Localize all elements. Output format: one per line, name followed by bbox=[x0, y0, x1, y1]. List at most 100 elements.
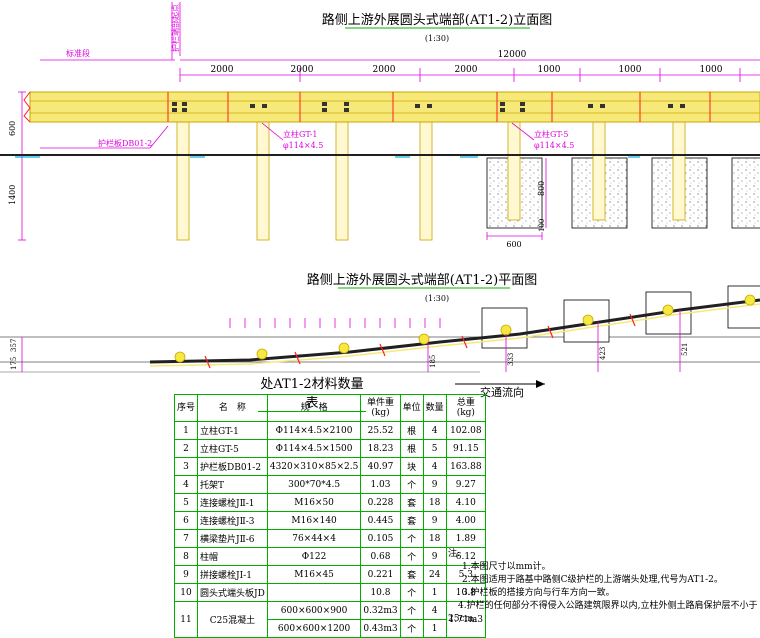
table-cell: 1.89 bbox=[445, 529, 486, 548]
elevation-title: 路侧上游外展圆头式端部(AT1-2)立面图 bbox=[322, 12, 552, 28]
post-1 bbox=[176, 109, 190, 241]
start-point-label: 护栏端部起点 bbox=[170, 4, 180, 52]
table-cell: 3 bbox=[173, 457, 199, 476]
table-cell: 套 bbox=[399, 565, 424, 584]
table-cell: 个 bbox=[399, 475, 424, 494]
table-cell: 5 bbox=[422, 439, 447, 458]
table-cell: C25混凝土 bbox=[197, 601, 268, 638]
posts bbox=[176, 109, 686, 241]
table-cell: 102.08 bbox=[445, 421, 486, 440]
elevation-view: 路侧上游外展圆头式端部(AT1-2)立面图 (1:30) 护栏端部起点 标准段 … bbox=[0, 2, 760, 249]
col-header: 名 称 bbox=[197, 394, 268, 422]
table-cell: 76×44×4 bbox=[266, 529, 362, 548]
note-item: 3.护栏板的搭接方向与行车方向一致。 bbox=[462, 588, 615, 598]
table-cell: 0.228 bbox=[360, 493, 401, 512]
table-cell: 4.00 bbox=[445, 511, 486, 530]
post-cap-icon bbox=[256, 348, 268, 360]
table-cell: 个 bbox=[399, 529, 424, 548]
segment-dim-1: 2000 bbox=[211, 65, 234, 75]
table-cell: M16×140 bbox=[266, 511, 362, 530]
table-cell: 个 bbox=[399, 583, 424, 602]
table-cell: 4 bbox=[422, 421, 447, 440]
table-cell: 护栏板DB01-2 bbox=[197, 457, 268, 476]
table-cell: 0.221 bbox=[360, 565, 401, 584]
table-cell: 0.32m3 bbox=[360, 601, 401, 620]
footing-4 bbox=[731, 157, 760, 229]
table-cell: 托架T bbox=[197, 475, 268, 494]
table-cell: 块 bbox=[399, 457, 424, 476]
concrete-footings bbox=[486, 157, 760, 229]
col-header: 总重 (kg) bbox=[445, 394, 486, 422]
footing-depth-dim: 800 bbox=[537, 181, 546, 196]
table-cell: 18 bbox=[422, 493, 447, 512]
table-cell: 圆头式端头板JD bbox=[197, 583, 268, 602]
standard-section-label: 标准段 bbox=[66, 48, 90, 58]
col-header: 数量 bbox=[422, 394, 447, 422]
table-cell: 0.445 bbox=[360, 511, 401, 530]
table-cell: 连接螺栓JⅡ-1 bbox=[197, 493, 268, 512]
table-cell: 9 bbox=[422, 547, 447, 566]
plan-left-dim-175: 175 bbox=[10, 357, 18, 370]
traffic-flow-label: 交通流向 bbox=[480, 385, 524, 399]
table-cell: 6.12 bbox=[445, 547, 486, 566]
table-cell bbox=[266, 583, 362, 602]
post-cap-icon bbox=[174, 351, 186, 363]
table-cell: 40.97 bbox=[360, 457, 401, 476]
segment-dim-2: 2000 bbox=[291, 65, 314, 75]
table-cell: 立柱GT-1 bbox=[197, 421, 268, 440]
table-cell: 4320×310×85×2.5 bbox=[266, 457, 362, 476]
table-cell: 600×600×1200 bbox=[266, 619, 362, 638]
post1-label: 立柱GT-1 bbox=[283, 129, 318, 139]
segment-dim-5: 1000 bbox=[538, 65, 561, 75]
post-4 bbox=[419, 109, 433, 241]
table-cell: 1 bbox=[173, 421, 199, 440]
footing-small-dim: 100 bbox=[538, 219, 546, 232]
total-length-dim: 12000 bbox=[498, 50, 527, 60]
note-item: 1.本图尺寸以mm计。 bbox=[462, 562, 551, 572]
plan-view: 路侧上游外展圆头式端部(AT1-2)平面图 (1:30) 357 175 bbox=[0, 272, 760, 399]
table-cell: 4.10 bbox=[445, 493, 486, 512]
post5-size: φ114×4.5 bbox=[534, 141, 574, 150]
table-cell: 18 bbox=[422, 529, 447, 548]
plan-scale: (1:30) bbox=[425, 294, 449, 303]
table-cell: 6 bbox=[173, 511, 199, 530]
post-cap-icon bbox=[744, 294, 756, 306]
notes: 注: 1.本图尺寸以mm计。 2.本图适用于路基中路侧C级护栏的上游端头处理,代… bbox=[448, 548, 757, 626]
plan-left-dim-357: 357 bbox=[10, 339, 18, 352]
note-item: 2.本图适用于路基中路侧C级护栏的上游端头处理,代号为AT1-2。 bbox=[462, 575, 723, 585]
table-cell: 1 bbox=[422, 619, 447, 638]
segment-dim-4: 2000 bbox=[455, 65, 478, 75]
table-cell: 0.68 bbox=[360, 547, 401, 566]
table-cell: 1 bbox=[422, 583, 447, 602]
table-cell: Φ114×4.5×2100 bbox=[266, 421, 362, 440]
segment-dim-3: 2000 bbox=[373, 65, 396, 75]
col-header: 规 格 bbox=[266, 394, 362, 422]
table-cell: 横梁垫片JⅡ-6 bbox=[197, 529, 268, 548]
plan-title: 路侧上游外展圆头式端部(AT1-2)平面图 bbox=[307, 272, 537, 288]
table-cell: 个 bbox=[399, 601, 424, 620]
post-cap-icon bbox=[662, 304, 674, 316]
table-cell: 4 bbox=[422, 457, 447, 476]
post5-label: 立柱GT-5 bbox=[534, 129, 569, 139]
table-cell: 11 bbox=[173, 601, 199, 638]
post-cap-icon bbox=[582, 314, 594, 326]
table-cell: 连接螺栓JⅡ-3 bbox=[197, 511, 268, 530]
note-item: 4.护栏的任何部分不得侵入公路建筑限界以内,立柱外侧土路肩保护层不小于 bbox=[458, 601, 758, 611]
table-cell: 7 bbox=[173, 529, 199, 548]
table-cell: 0.43m3 bbox=[360, 619, 401, 638]
table-cell: 立柱GT-5 bbox=[197, 439, 268, 458]
table-cell: 24 bbox=[422, 565, 447, 584]
col-header: 单位 bbox=[399, 394, 424, 422]
col-header: 单件重 (kg) bbox=[360, 394, 401, 422]
table-cell: 4 bbox=[173, 475, 199, 494]
note-item: 25cm。 bbox=[448, 614, 483, 624]
